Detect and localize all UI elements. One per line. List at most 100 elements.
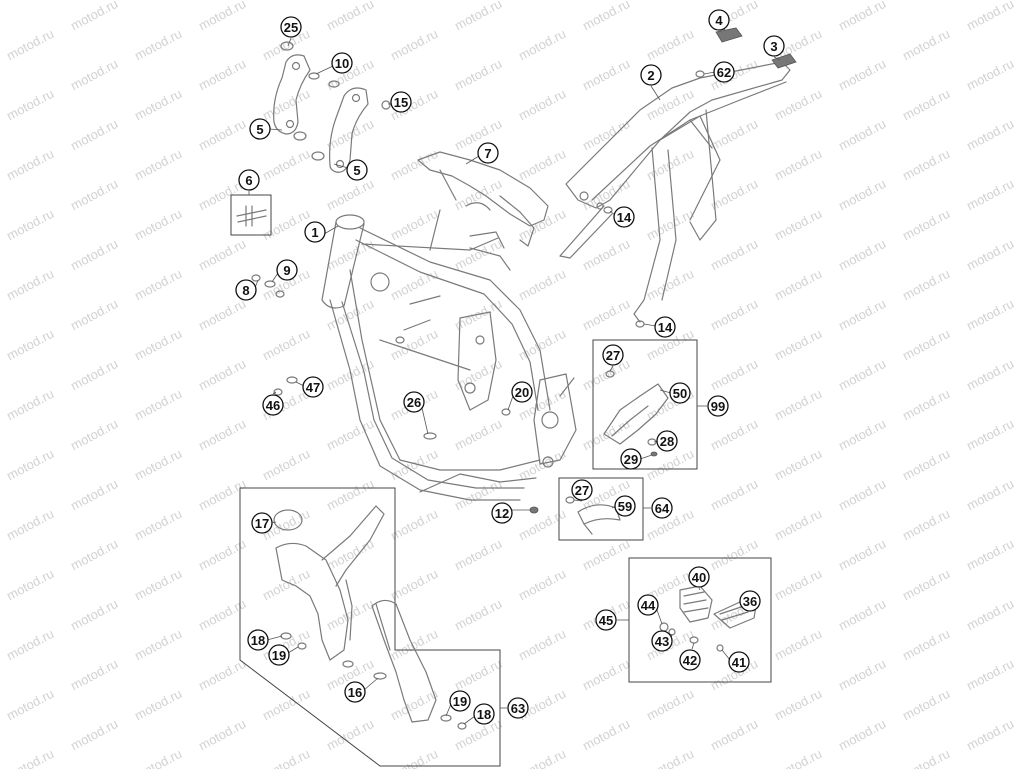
callout-29: 29	[620, 448, 642, 470]
callout-circle	[728, 651, 750, 673]
screw-20	[501, 408, 511, 416]
box-part-63	[239, 487, 501, 767]
callout-label: 4	[715, 13, 723, 28]
callout-14: 14	[613, 206, 635, 228]
callout-label: 29	[624, 452, 638, 467]
callout-9: 9	[276, 259, 298, 281]
callout-label: 43	[655, 634, 669, 649]
callout-10: 10	[331, 52, 353, 74]
subframe-bolt-4	[715, 27, 743, 43]
nut-12	[529, 506, 539, 514]
callout-circle	[595, 609, 617, 631]
bolt-engine-mount	[395, 336, 405, 344]
callout-62: 62	[713, 61, 735, 83]
callout-label: 10	[335, 56, 349, 71]
callout-circle	[688, 566, 710, 588]
callout-label: 40	[692, 570, 706, 585]
callout-circle	[614, 495, 636, 517]
callout-20: 20	[511, 381, 533, 403]
skid-plate-part	[417, 151, 549, 251]
callout-circle	[235, 279, 257, 301]
callout-label: 64	[655, 501, 670, 516]
callout-circle	[390, 91, 412, 113]
callout-circle	[763, 35, 785, 57]
callout-circle	[473, 703, 495, 725]
subframe-part	[559, 61, 791, 323]
callout-label: 14	[658, 320, 673, 335]
callout-label: 20	[515, 385, 529, 400]
callout-19: 19	[268, 644, 290, 666]
callout-label: 99	[711, 399, 725, 414]
callout-18: 18	[247, 629, 269, 651]
callout-45: 45	[595, 609, 617, 631]
callout-circle	[679, 649, 701, 671]
callout-label: 27	[606, 348, 620, 363]
callout-1: 1	[304, 221, 326, 243]
callout-41: 41	[728, 651, 750, 673]
callout-25: 25	[280, 16, 302, 38]
callout-label: 18	[251, 633, 265, 648]
screw-62	[695, 70, 705, 78]
callout-14: 14	[654, 316, 676, 338]
callout-circle	[262, 394, 284, 416]
callout-7: 7	[477, 142, 499, 164]
callout-label: 5	[353, 163, 360, 178]
screw-8	[275, 290, 285, 298]
callout-label: 50	[673, 386, 687, 401]
callout-circle	[491, 502, 513, 524]
callout-circle	[238, 169, 260, 191]
callout-circle	[511, 381, 533, 403]
callout-5: 5	[249, 118, 271, 140]
sticker-set-part	[236, 205, 267, 227]
callout-40: 40	[688, 566, 710, 588]
callout-27: 27	[602, 344, 624, 366]
subframe-bolt-3	[771, 53, 797, 69]
callout-99: 99	[707, 395, 729, 417]
callout-label: 26	[407, 395, 421, 410]
callout-label: 17	[255, 516, 269, 531]
box-part-99	[592, 339, 698, 470]
clip-47	[286, 376, 298, 384]
callout-label: 2	[647, 68, 654, 83]
callout-label: 45	[599, 613, 613, 628]
callout-label: 1	[311, 225, 318, 240]
callout-circle	[707, 395, 729, 417]
callout-8: 8	[235, 279, 257, 301]
callout-19: 19	[449, 690, 471, 712]
callout-circle	[449, 690, 471, 712]
callout-circle	[507, 697, 529, 719]
callout-circle	[739, 590, 761, 612]
callout-circle	[613, 206, 635, 228]
callout-4: 4	[708, 9, 730, 31]
callout-2: 2	[640, 64, 662, 86]
callout-circle	[637, 594, 659, 616]
callout-42: 42	[679, 649, 701, 671]
callout-label: 15	[394, 95, 408, 110]
callout-label: 42	[683, 653, 697, 668]
callout-circle	[477, 142, 499, 164]
callout-6: 6	[238, 169, 260, 191]
callout-label: 18	[477, 707, 491, 722]
callout-circle	[251, 512, 273, 534]
callout-label: 12	[495, 506, 509, 521]
callout-circle	[249, 118, 271, 140]
callout-label: 46	[266, 398, 280, 413]
callout-64: 64	[651, 497, 673, 519]
callout-label: 9	[283, 263, 290, 278]
callout-label: 47	[306, 380, 320, 395]
callout-17: 17	[251, 512, 273, 534]
callout-28: 28	[656, 430, 678, 452]
callout-59: 59	[614, 495, 636, 517]
callout-circle	[708, 9, 730, 31]
callout-16: 16	[344, 681, 366, 703]
callout-circle	[571, 479, 593, 501]
box-part-64	[558, 477, 644, 541]
callout-44: 44	[637, 594, 659, 616]
callout-label: 6	[245, 173, 252, 188]
nut-8	[251, 274, 261, 282]
callout-label: 25	[284, 20, 298, 35]
callout-47: 47	[302, 376, 324, 398]
callout-circle	[640, 64, 662, 86]
